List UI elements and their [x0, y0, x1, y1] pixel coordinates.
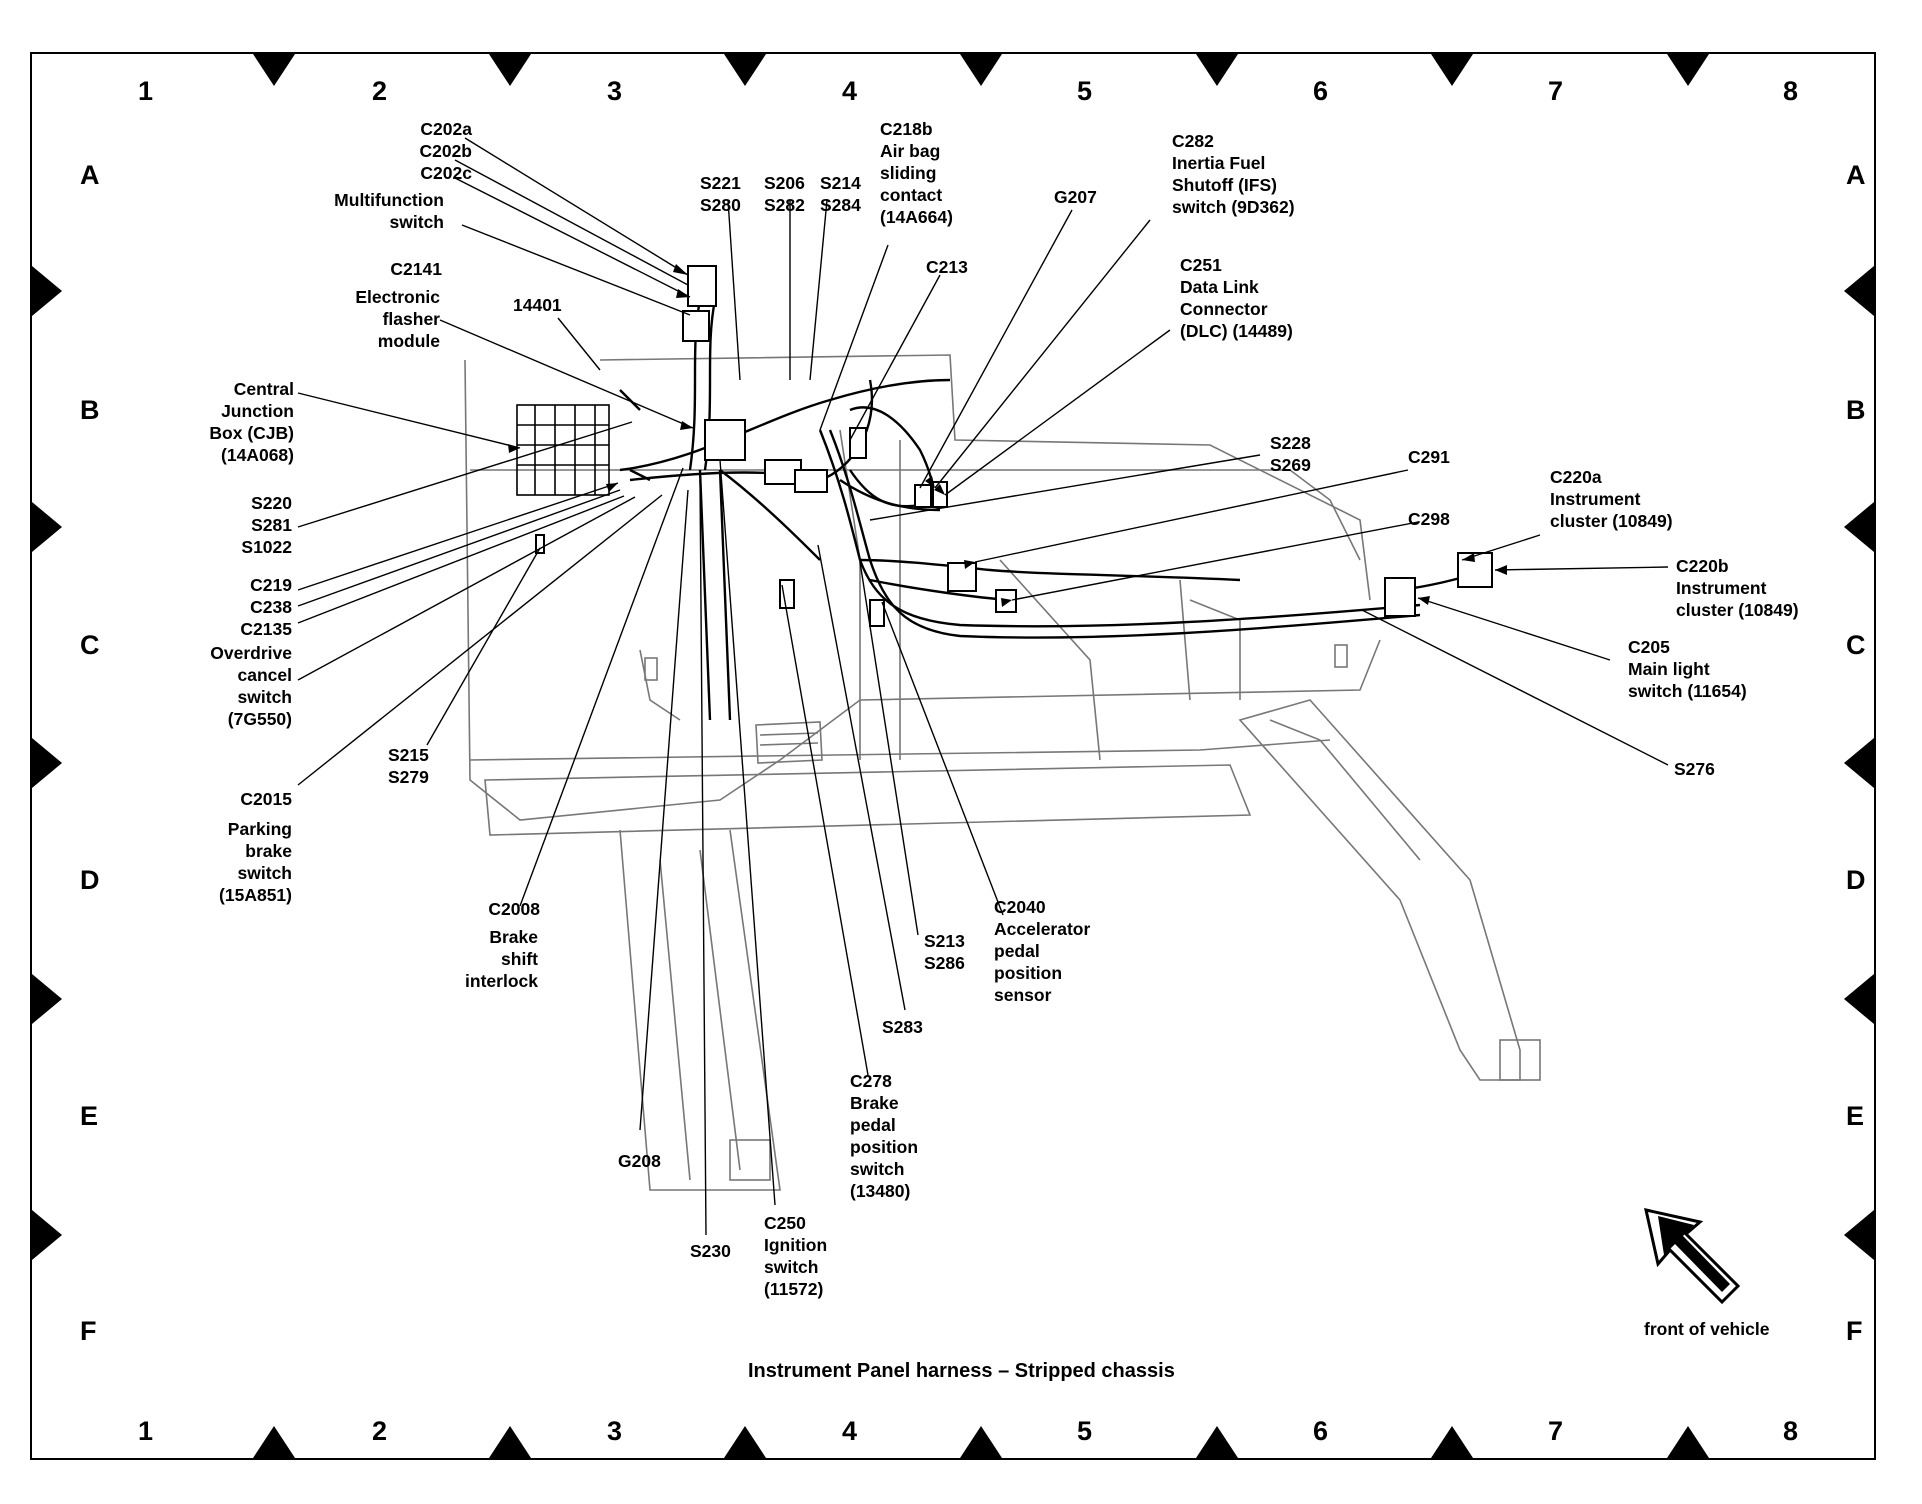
border-markers — [32, 54, 1874, 1458]
grid-col-8-bottom: 8 — [1783, 1416, 1799, 1446]
label-g208: G208 — [618, 1151, 661, 1171]
label-14401: 14401 — [513, 295, 562, 315]
label-c251-data-link-connector: C251 Data Link Connector (DLC) (14489) — [1180, 255, 1293, 341]
label-c213: C213 — [926, 257, 968, 277]
label-c2040-accelerator-sensor: C2040 Accelerator pedal position sensor — [994, 897, 1091, 1005]
grid-col-4-bottom: 4 — [842, 1416, 858, 1446]
grid-row-e-left: E — [80, 1101, 99, 1131]
grid-row-c-left: C — [80, 630, 100, 660]
leader-lines — [297, 137, 1669, 1236]
label-s221: S221 S280 — [700, 173, 741, 215]
label-parking-brake-switch: Parking brake switch (15A851) — [219, 819, 292, 905]
label-multifunction-switch: Multifunction switch — [334, 190, 444, 232]
grid-col-7-top: 7 — [1548, 76, 1564, 106]
grid-col-6-bottom: 6 — [1313, 1416, 1329, 1446]
grid-col-3-bottom: 3 — [607, 1416, 623, 1446]
grid-row-f-left: F — [80, 1316, 97, 1346]
label-s220: S220 S281 S1022 — [241, 493, 292, 557]
grid-col-7-bottom: 7 — [1548, 1416, 1564, 1446]
front-of-vehicle-label: front of vehicle — [1644, 1319, 1770, 1339]
label-c2008: C2008 — [488, 899, 540, 919]
label-c278-brake-pedal-switch: C278 Brake pedal position switch (13480) — [850, 1071, 919, 1201]
grid-row-b-right: B — [1846, 395, 1866, 425]
grid-row-a-right: A — [1846, 160, 1866, 190]
diagram-frame — [30, 52, 1876, 1460]
grid-col-8-top: 8 — [1783, 76, 1799, 106]
grid-col-5-top: 5 — [1077, 76, 1093, 106]
label-c202: C202a C202b C202c — [419, 119, 472, 183]
grid-col-3-top: 3 — [607, 76, 623, 106]
grid-row-b-left: B — [80, 395, 100, 425]
grid-row-d-right: D — [1846, 865, 1866, 895]
diagram-caption: Instrument Panel harness – Stripped chas… — [748, 1360, 1175, 1382]
label-c218b-air-bag-contact: C218b Air bag sliding contact (14A664) — [880, 119, 953, 227]
label-c2015: C2015 — [240, 789, 292, 809]
label-central-junction-box: Central Junction Box (CJB) (14A068) — [209, 379, 294, 465]
grid-col-2-bottom: 2 — [372, 1416, 388, 1446]
grid-col-1-top: 1 — [138, 76, 154, 106]
grid-col-5-bottom: 5 — [1077, 1416, 1093, 1446]
grid-row-c-right: C — [1846, 630, 1866, 660]
label-s215: S215 S279 — [388, 745, 429, 787]
label-s213: S213 S286 — [924, 931, 965, 973]
label-c291: C291 — [1408, 447, 1450, 467]
harness-wires — [619, 299, 1491, 721]
label-s214: S214 S284 — [820, 173, 861, 215]
vehicle-structure — [464, 354, 1541, 1191]
label-s230: S230 — [690, 1241, 731, 1261]
central-junction-box — [516, 404, 610, 496]
connectors — [535, 265, 1493, 627]
label-s206: S206 S282 — [764, 173, 805, 215]
grid-row-e-right: E — [1846, 1101, 1865, 1131]
label-overdrive-cancel-switch: Overdrive cancel switch (7G550) — [210, 643, 292, 729]
grid-col-6-top: 6 — [1313, 76, 1329, 106]
label-c220b-instrument-cluster: C220b Instrument cluster (10849) — [1676, 556, 1799, 620]
label-electronic-flasher-module: Electronic flasher module — [355, 287, 440, 351]
label-c250-ignition-switch: C250 Ignition switch (11572) — [764, 1213, 828, 1299]
leader-arrowheads — [508, 264, 1507, 607]
label-c205-main-light-switch: C205 Main light switch (11654) — [1628, 637, 1747, 701]
front-arrow-icon — [1644, 1208, 1741, 1305]
grid-row-a-left: A — [80, 160, 100, 190]
label-s276: S276 — [1674, 759, 1715, 779]
label-g207: G207 — [1054, 187, 1097, 207]
label-s283: S283 — [882, 1017, 923, 1037]
label-c2141: C2141 — [390, 259, 442, 279]
label-c220a-instrument-cluster: C220a Instrument cluster (10849) — [1550, 467, 1673, 531]
label-c298: C298 — [1408, 509, 1450, 529]
label-brake-shift-interlock: Brake shift interlock — [465, 927, 538, 991]
grid-col-4-top: 4 — [842, 76, 858, 106]
grid-row-d-left: D — [80, 865, 100, 895]
label-c282-inertia-switch: C282 Inertia Fuel Shutoff (IFS) switch (… — [1172, 131, 1295, 217]
label-c219: C219 C238 C2135 — [240, 575, 292, 639]
grid-col-2-top: 2 — [372, 76, 388, 106]
grid-col-1-bottom: 1 — [138, 1416, 154, 1446]
grid-row-f-right: F — [1846, 1316, 1863, 1346]
label-s228: S228 S269 — [1270, 433, 1311, 475]
